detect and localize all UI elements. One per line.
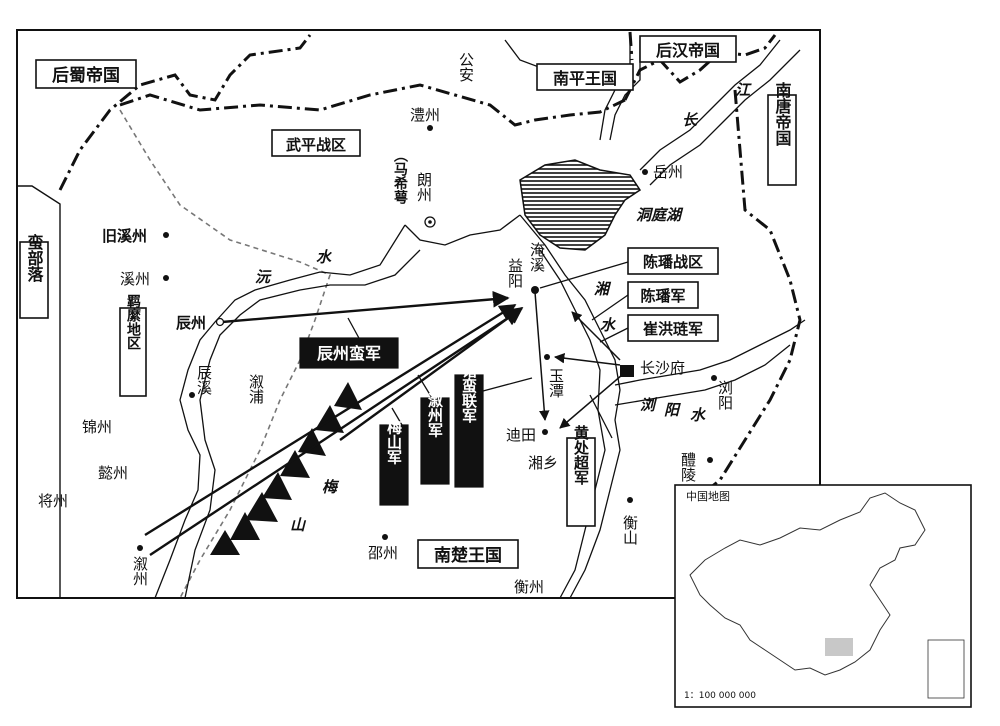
wuping-box <box>271 129 361 157</box>
rivers <box>154 39 806 599</box>
huangchuchao-army-label: 黄处超军 <box>572 424 590 486</box>
langzhou-label: 朗州 <box>415 172 433 202</box>
yuan-shui-label: 水 <box>316 248 332 266</box>
jiang-label: 江 <box>735 81 752 99</box>
yutan-label: 玉潭 <box>547 368 565 398</box>
jimi-label: 羁縻地区 <box>125 293 141 350</box>
mei-label: 梅 <box>322 478 340 496</box>
yuezhou-label: 岳州 <box>653 163 683 181</box>
xiangxiang-label: 湘乡 <box>528 454 558 472</box>
liuyang-label: 浏阳 <box>716 380 734 410</box>
southern-tang-box <box>767 94 797 186</box>
chenpan-zone-label: 陈璠战区 <box>643 253 703 271</box>
xuzhou-army-label: 溆州军 <box>426 392 444 439</box>
later-shu-label: 后蜀帝国 <box>52 65 120 86</box>
xuzhou-place-label: 溆州 <box>131 555 149 586</box>
dongting-label: 洞庭湖 <box>636 206 684 224</box>
lizhou-label: 澧州 <box>410 106 440 124</box>
water-names: 洞庭湖 沅 水 湘 水 长 江 浏 阳 水 梅 山 <box>255 81 752 534</box>
yuan-river-label: 沅 <box>255 268 272 286</box>
southern-chu-box <box>417 539 519 569</box>
jinzhou-label: 锦州 <box>82 418 112 436</box>
shaozhou-label: 邵州 <box>368 544 398 562</box>
china-inset-map: 中国地图 1：100 000 000 <box>674 484 972 708</box>
xiang-shui-label: 水 <box>600 316 616 334</box>
chenpan-zone-box <box>627 247 719 275</box>
chenzhou-man-army-box <box>299 337 399 369</box>
chenxi-label: 辰溪 <box>195 365 213 395</box>
ma-xi-tomb-label: （马希萼 <box>392 148 409 205</box>
yiyang-label: 益阳 <box>506 258 524 288</box>
hengshan-label: 衡山 <box>621 515 639 545</box>
yanxi-label: 淹溪 <box>528 242 546 272</box>
xiang-river-label: 湘 <box>594 280 612 298</box>
inset-frame <box>674 484 972 708</box>
china-outline <box>689 492 926 676</box>
leader-lines <box>347 261 629 439</box>
highlight-region <box>825 638 853 656</box>
inset-title: 中国地图 <box>686 490 730 503</box>
hengzhou-label: 衡州 <box>514 578 544 596</box>
cuihonglian-army-box <box>627 314 719 342</box>
city-markers <box>137 125 717 551</box>
jiangzhou-label: 将州 <box>38 492 68 510</box>
southern-tang-label: 南唐帝国 <box>773 81 792 147</box>
later-han-box <box>639 35 737 63</box>
southern-chu-label: 南楚王国 <box>434 545 502 566</box>
xupu-label: 溆浦 <box>247 373 265 405</box>
liling-label: 醴陵 <box>679 452 697 482</box>
western-edge <box>17 185 61 598</box>
jimi-box <box>119 307 147 397</box>
xuzhou-army-box <box>420 397 450 485</box>
chenzhou-man-army-label: 辰州蛮军 <box>317 344 381 363</box>
yizhou-label: 懿州 <box>98 464 128 482</box>
gongan-label: 公安 <box>457 52 475 82</box>
ditian-label: 迪田 <box>506 426 536 444</box>
army-routes <box>144 290 524 557</box>
shan-label: 山 <box>290 516 307 534</box>
secondary-routes <box>534 291 623 429</box>
zhuman-army-box <box>454 374 484 488</box>
yang-river-label: 阳 <box>664 401 681 419</box>
later-shu-box <box>35 59 137 89</box>
jiuxizhou-label: 旧溪州 <box>102 227 147 245</box>
inset-scale: 1：100 000 000 <box>684 691 756 701</box>
zhuman-army-label: 诸蛮联军 <box>460 363 478 424</box>
liu-river-label: 浏 <box>640 396 658 414</box>
place-names: 公安 澧州 岳州 朗州 （马希萼 淹溪 益阳 旧溪州 溪州 辰州 辰溪 溆浦 锦… <box>38 52 734 596</box>
chenzhou-label: 辰州 <box>176 314 206 332</box>
state-borders <box>58 31 802 502</box>
huangchuchao-army-box <box>566 437 596 527</box>
cuihonglian-army-label: 崔洪琏军 <box>642 320 703 338</box>
man-tribes-label: 蛮部落 <box>25 233 44 283</box>
xizhou-label: 溪州 <box>120 270 150 288</box>
chenpan-army-label: 陈璠军 <box>640 287 685 305</box>
changsha-label: 长沙府 <box>640 359 685 377</box>
meishan-army-label: 梅山军 <box>385 419 403 466</box>
chenpan-army-box <box>627 281 699 309</box>
south-china-sea-inset <box>927 639 965 699</box>
chang-label: 长 <box>682 111 699 129</box>
meishan-army-box <box>379 424 409 506</box>
nanping-box <box>536 63 634 91</box>
later-han-label: 后汉帝国 <box>656 41 720 60</box>
man-tribes-box <box>19 241 49 319</box>
dongting-lake <box>519 159 642 251</box>
liu-shui-label: 水 <box>690 406 706 424</box>
nanping-label: 南平王国 <box>553 69 617 88</box>
jimi-boundary <box>119 109 331 599</box>
wuping-label: 武平战区 <box>286 136 346 154</box>
